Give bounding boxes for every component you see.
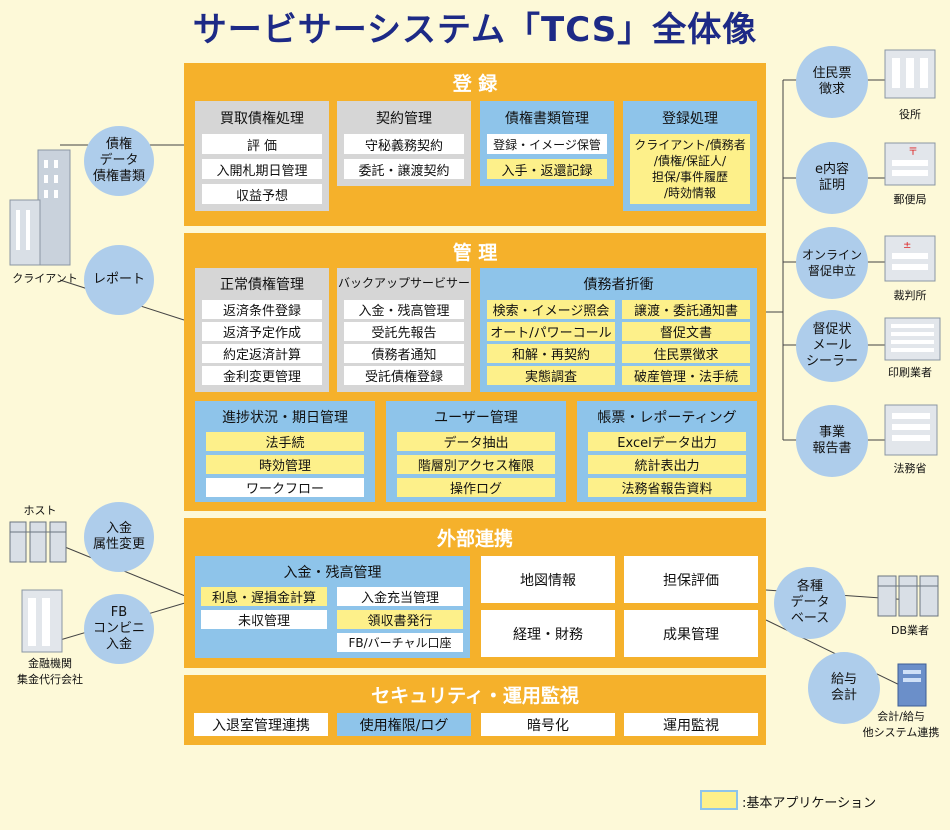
shinchoku-item: 法手続 <box>206 432 364 451</box>
backup-item: 受託債権登録 <box>344 366 464 385</box>
management-title: 管 理 <box>452 242 498 264</box>
right-circle-database: 各種 データ ベース <box>774 567 846 639</box>
seijo-item: 返済予定作成 <box>202 322 322 341</box>
nyukin-item: FB/バーチャル口座 <box>337 633 463 652</box>
results-mgmt-box: 成果管理 <box>624 610 758 657</box>
user-title: ユーザー管理 <box>434 410 518 426</box>
left-circle-report: レポート <box>84 245 154 315</box>
backup-item: 債務者通知 <box>344 344 464 363</box>
nyukin-title: 入金・残高管理 <box>283 565 382 581</box>
kaitori-item: 入開札期日管理 <box>202 159 322 179</box>
map-info-box: 地図情報 <box>481 556 615 603</box>
nyukin-item: 利息・遅損金計算 <box>201 587 327 606</box>
right-circle-naiyo: e内容 証明 <box>796 142 868 214</box>
collateral-eval-box: 担保評価 <box>624 556 758 603</box>
sessho-item: 譲渡・委託通知書 <box>622 300 750 319</box>
sessho-item: 督促文書 <box>622 322 750 341</box>
external-title: 外部連携 <box>436 528 513 550</box>
chohyo-item: Excelデータ出力 <box>588 432 746 451</box>
sessho-item: 破産管理・法手続 <box>622 366 750 385</box>
chohyo-item: 法務省報告資料 <box>588 478 746 497</box>
security-item: 暗号化 <box>481 713 615 736</box>
host-label: ホスト <box>23 504 57 517</box>
kaitori-item: 収益予想 <box>202 184 322 204</box>
printer-label: 印刷業者 <box>888 366 932 379</box>
moj-label: 法務省 <box>893 462 927 475</box>
nyukin-item: 領収書発行 <box>337 610 463 629</box>
legend-label: :基本アプリケーション <box>742 796 877 811</box>
shorui-item: 登録・イメージ保管 <box>487 134 607 154</box>
seijo-item: 返済条件登録 <box>202 300 322 319</box>
user-item: 階層別アクセス権限 <box>397 455 555 474</box>
security-title: セキュリティ・運用監視 <box>371 685 579 707</box>
nyukin-item: 未収管理 <box>201 610 327 629</box>
user-item: 操作ログ <box>397 478 555 497</box>
shinchoku-item: 時効管理 <box>206 455 364 474</box>
db-label: DB業者 <box>890 624 930 637</box>
sessho-item: 実態調査 <box>487 366 615 385</box>
sessho-title: 債務者折衝 <box>583 277 654 293</box>
backup-item: 受託先報告 <box>344 322 464 341</box>
legend-swatch <box>700 790 738 810</box>
keiyaku-item: 守秘義務契約 <box>344 134 464 154</box>
city-label: 役所 <box>899 108 921 121</box>
payroll-label: 会計/給与 他システム連携 <box>862 710 940 739</box>
shorui-item: 入手・返還記録 <box>487 159 607 179</box>
shorui-title: 債権書類管理 <box>505 111 589 127</box>
user-item: データ抽出 <box>397 432 555 451</box>
post-label: 郵便局 <box>893 193 927 206</box>
backup-title: バックアップサービサー <box>337 276 470 290</box>
sessho-item: オート/パワーコール <box>487 322 615 341</box>
nyukin-item: 入金充当管理 <box>337 587 463 606</box>
kaitori-title: 買取債権処理 <box>220 111 304 127</box>
chohyo-item: 統計表出力 <box>588 455 746 474</box>
accounting-box: 経理・財務 <box>481 610 615 657</box>
seijo-item: 金利変更管理 <box>202 366 322 385</box>
left-circle-fb: FB コンビニ 入金 <box>84 594 154 664</box>
kaitori-item: 評 価 <box>202 134 322 154</box>
left-circle-nyukin: 入金 属性変更 <box>84 502 154 572</box>
registration-title: 登 録 <box>452 73 498 95</box>
security-item: 使用権限/ログ <box>337 713 471 736</box>
toroku-detail: クライアント/債務者 /債権/保証人/ 担保/事件履歴 /時効情報 <box>630 134 750 204</box>
right-circle-kyuyo: 給与 会計 <box>808 652 880 724</box>
bank-label: 金融機関 集金代行会社 <box>17 657 83 686</box>
shinchoku-title: 進捗状況・期日管理 <box>222 410 348 426</box>
security-item: 運用監視 <box>624 713 758 736</box>
sessho-item: 和解・再契約 <box>487 344 615 363</box>
court-label: 裁判所 <box>893 289 927 302</box>
sessho-item: 住民票徴求 <box>622 344 750 363</box>
security-item: 入退室管理連携 <box>194 713 328 736</box>
right-circle-tokusoku: 督促状 メール シーラー <box>796 310 868 382</box>
keiyaku-title: 契約管理 <box>376 111 432 127</box>
toroku-title: 登録処理 <box>662 111 718 127</box>
seijo-title: 正常債権管理 <box>220 277 304 293</box>
right-circle-online: オンライン 督促申立 <box>796 227 868 299</box>
shinchoku-item: ワークフロー <box>206 478 364 497</box>
keiyaku-item: 委託・譲渡契約 <box>344 159 464 179</box>
right-circle-jigyo: 事業 報告書 <box>796 405 868 477</box>
page-title: サービサーシステム「TCS」全体像 <box>192 10 758 50</box>
sessho-item: 検索・イメージ照会 <box>487 300 615 319</box>
right-circle-juminhyo: 住民票 徴求 <box>796 46 868 118</box>
seijo-item: 約定返済計算 <box>202 344 322 363</box>
chohyo-title: 帳票・レポーティング <box>597 410 737 426</box>
client-label: クライアント <box>12 272 78 285</box>
backup-item: 入金・残高管理 <box>344 300 464 319</box>
left-circle-saiken: 債権 データ 債権書類 <box>84 126 154 196</box>
